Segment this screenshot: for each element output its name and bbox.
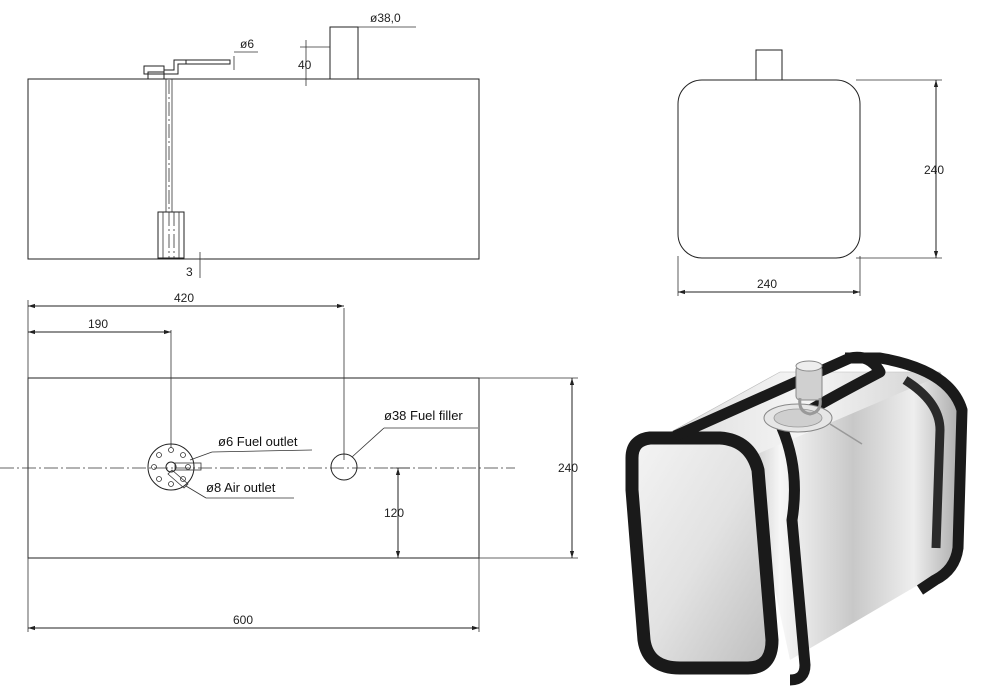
- side-width-label: 240: [757, 277, 777, 291]
- filler-diameter-label: ø38,0: [370, 11, 401, 25]
- fuel-outlet-label: ø6 Fuel outlet: [218, 434, 298, 449]
- tank-body-side: [677, 79, 861, 259]
- filler-position-label: 420: [174, 291, 194, 305]
- fuel-filler-label: ø38 Fuel filler: [384, 408, 463, 423]
- top-view: 420 190 600 240 120 ø38 Fuel filler: [0, 291, 578, 632]
- filler-height-label: 40: [298, 58, 312, 72]
- outlet-pipe-assembly: [143, 59, 231, 259]
- tank-front-face: [632, 438, 772, 668]
- bottom-clearance-label: 3: [186, 265, 193, 279]
- side-height-label: 240: [924, 163, 944, 177]
- top-height-label: 240: [558, 461, 578, 475]
- pipe-diameter-label: ø6: [240, 37, 254, 51]
- front-band: [625, 431, 779, 675]
- rear-band: [845, 352, 968, 595]
- tank-side-face: [720, 378, 962, 660]
- centerline-offset-label: 120: [384, 506, 404, 520]
- tank-3d-render: [600, 330, 1000, 692]
- outlet-flange: [147, 443, 202, 491]
- air-outlet-label: ø8 Air outlet: [206, 480, 276, 495]
- outlet-position-label: 190: [88, 317, 108, 331]
- fuel-filler-hole: [330, 453, 358, 481]
- side-view: 240 240: [677, 49, 944, 296]
- front-view: ø38,0 40 ø6 3: [27, 11, 480, 279]
- side-filler-neck: [755, 49, 783, 81]
- filler-neck: [329, 26, 359, 80]
- overall-length-label: 600: [233, 613, 253, 627]
- tank-body-front: [27, 78, 480, 260]
